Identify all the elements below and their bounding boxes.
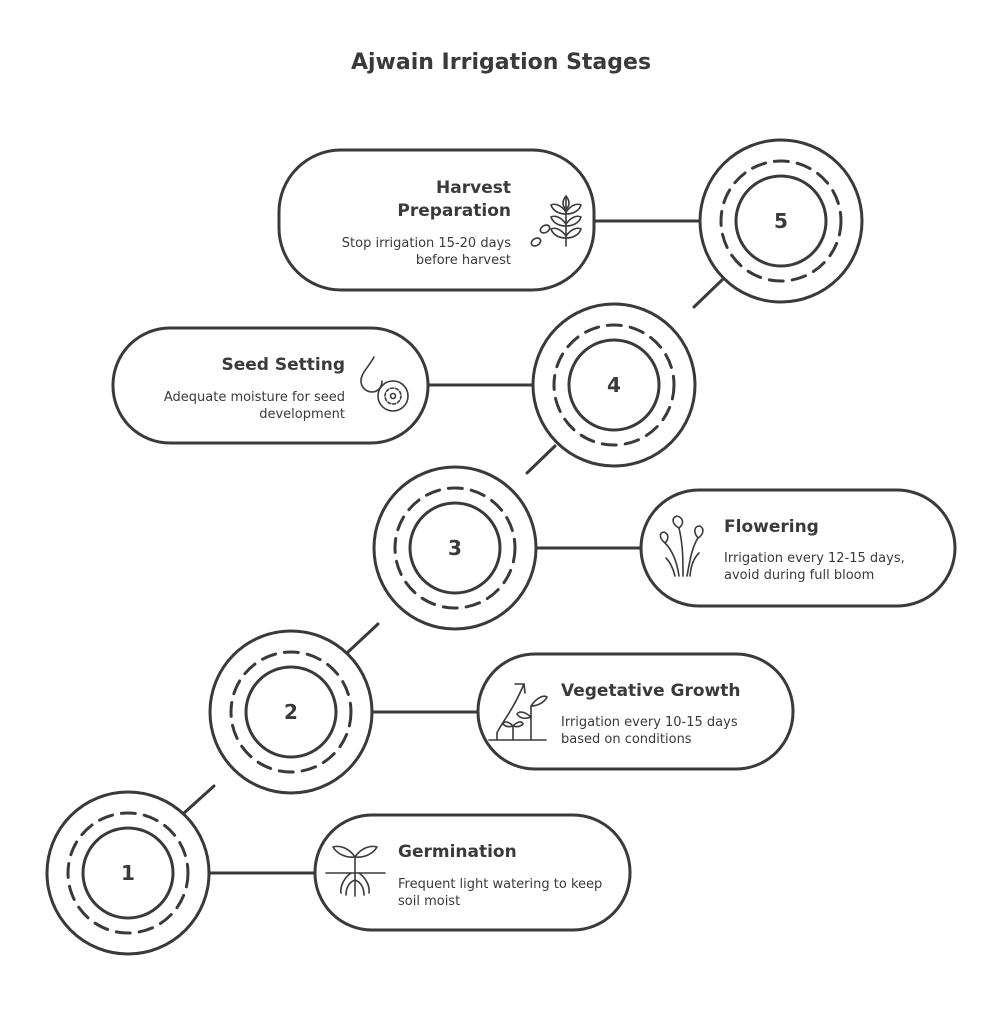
stage-1-number: 1: [121, 861, 135, 885]
stage-2-circle: [208, 629, 374, 795]
stage-3-title: Flowering: [724, 517, 819, 537]
stage-1-card: [313, 813, 632, 932]
stage-3-circle: [372, 465, 538, 631]
stage-3-description: Irrigation every 12-15 days, avoid durin…: [724, 551, 905, 583]
stage-4-number: 4: [607, 373, 621, 397]
connector-1-2: [182, 784, 216, 815]
diagram-title: Ajwain Irrigation Stages: [350, 50, 652, 75]
stage-3-card: [639, 488, 957, 608]
flower-buds-icon: [659, 515, 704, 577]
stage-2-description: Irrigation every 10-15 days based on con…: [561, 715, 738, 747]
stage-1-description: Frequent light watering to keep soil moi…: [398, 877, 603, 909]
stage-5-title: Harvest Preparation: [397, 178, 511, 221]
stage-5-number: 5: [774, 209, 788, 233]
stage-5-description: Stop irrigation 15-20 days before harves…: [341, 236, 511, 268]
wheat-grain-icon: [530, 195, 582, 247]
connector-4-5: [692, 278, 724, 309]
stage-1-title: Germination: [398, 842, 517, 862]
stage-4-description: Adequate moisture for seed development: [163, 390, 345, 422]
seedling-roots-icon: [325, 845, 386, 897]
connector-3-4: [525, 444, 557, 475]
growing-plants-icon: [488, 683, 548, 741]
stage-2-card: [476, 652, 795, 771]
stage-2-number: 2: [284, 700, 298, 724]
stage-2-title: Vegetative Growth: [561, 681, 741, 701]
stage-4-card: [111, 326, 430, 445]
stage-4-title: Seed Setting: [221, 355, 345, 375]
water-drop-seed-icon: [360, 356, 409, 412]
connector-2-3: [346, 622, 380, 654]
stage-5-card: [277, 148, 596, 292]
stage-3-number: 3: [448, 536, 462, 560]
